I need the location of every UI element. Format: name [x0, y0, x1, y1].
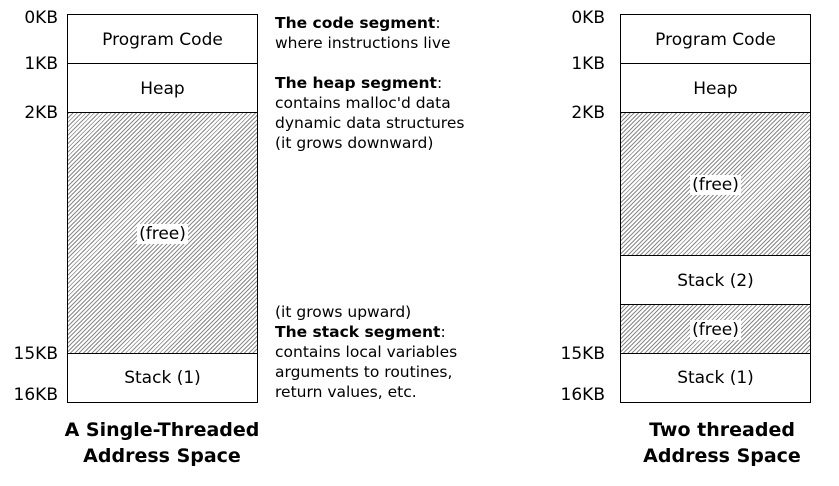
- heap-segment-colon: :: [436, 74, 443, 92]
- right-offset-15kb-label: 15KB: [560, 344, 605, 364]
- stack-segment-desc-3: return values, etc.: [275, 383, 417, 401]
- stack-segment-desc-2: arguments to routines,: [275, 363, 453, 381]
- code-segment-colon: :: [435, 14, 441, 32]
- free-region: (free): [67, 112, 258, 355]
- heap-segment-desc-3: (it grows downward): [275, 134, 434, 152]
- offset-16kb-label: 16KB: [13, 385, 58, 405]
- heap-segment: Heap: [67, 63, 258, 114]
- program-code-segment: Program Code: [67, 14, 258, 65]
- right-heap-segment: Heap: [620, 63, 811, 114]
- right-free-label-2: (free): [690, 319, 741, 340]
- code-segment-title: The code segment: [275, 14, 436, 32]
- right-free-region-1: (free): [620, 112, 811, 257]
- right-offset-2kb-label: 2KB: [571, 103, 605, 123]
- right-offset-16kb-label: 16KB: [560, 385, 605, 405]
- stack-segment-title: The stack segment: [275, 323, 441, 341]
- program-code-label: Program Code: [102, 29, 223, 50]
- stack-segment-colon: :: [440, 323, 446, 341]
- code-segment-note: The code segment: where instructions liv…: [275, 13, 451, 53]
- stack-segment-note: (it grows upward) The stack segment: con…: [275, 302, 457, 402]
- two-threaded-caption: Two threaded Address Space: [612, 417, 832, 469]
- two-threaded-caption-line1: Two threaded: [649, 419, 795, 441]
- stack-segment-desc-1: contains local variables: [275, 343, 458, 361]
- code-segment-desc: where instructions live: [275, 34, 451, 52]
- right-program-code-label: Program Code: [655, 29, 776, 50]
- offset-15kb-label: 15KB: [13, 344, 58, 364]
- stack-1-segment: Stack (1): [67, 353, 258, 403]
- stack-1-label: Stack (1): [124, 368, 201, 388]
- single-threaded-caption-line1: A Single-Threaded: [64, 419, 260, 441]
- right-program-code-segment: Program Code: [620, 14, 811, 65]
- offset-2kb-label: 2KB: [24, 103, 58, 123]
- stack-grow-note: (it grows upward): [275, 303, 412, 321]
- right-stack-1-label: Stack (1): [677, 368, 754, 388]
- free-label: (free): [137, 223, 188, 244]
- offset-0kb-label: 0KB: [24, 8, 58, 28]
- heap-segment-desc-1: contains malloc'd data: [275, 94, 451, 112]
- heap-segment-desc-2: dynamic data structures: [275, 114, 465, 132]
- right-stack-1-segment: Stack (1): [620, 353, 811, 403]
- two-threaded-caption-line2: Address Space: [643, 445, 801, 467]
- right-free-label-1: (free): [690, 174, 741, 195]
- stack-2-segment: Stack (2): [620, 255, 811, 306]
- single-threaded-caption-line2: Address Space: [83, 445, 241, 467]
- right-free-region-2: (free): [620, 304, 811, 355]
- heap-segment-title: The heap segment: [275, 74, 437, 92]
- right-offset-0kb-label: 0KB: [571, 8, 605, 28]
- offset-1kb-label: 1KB: [24, 54, 58, 74]
- single-threaded-caption: A Single-Threaded Address Space: [52, 417, 272, 469]
- heap-segment-note: The heap segment: contains malloc'd data…: [275, 73, 464, 153]
- stack-2-label: Stack (2): [677, 270, 754, 291]
- heap-label: Heap: [140, 78, 185, 99]
- right-heap-label: Heap: [693, 78, 738, 99]
- right-offset-1kb-label: 1KB: [571, 54, 605, 74]
